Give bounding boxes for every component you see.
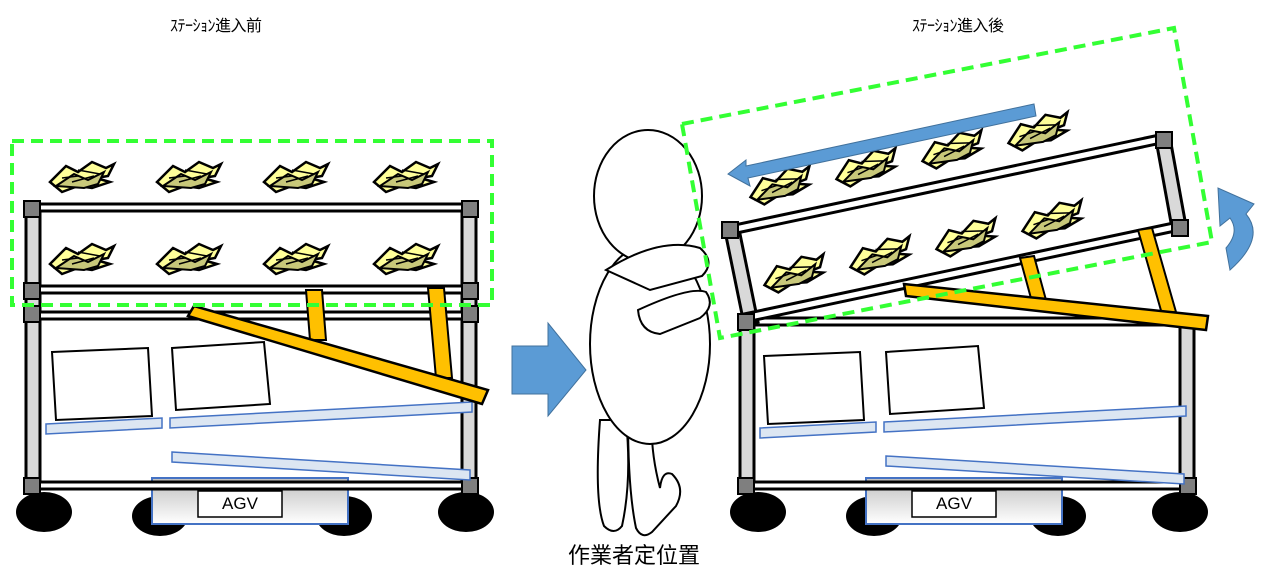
joint [23,305,41,323]
agv-label-after: AGV [936,494,972,513]
wheel [16,492,72,532]
strut [902,282,1210,332]
worker-position-label: 作業者定位置 [568,544,701,569]
joint [23,200,41,218]
tray-rail [885,455,1185,485]
title-before-station: ｽﾃｰｼｮﾝ進入前 [170,16,262,35]
frame-bar [28,202,478,213]
highlight-box [679,25,1215,341]
strut [1136,226,1178,316]
right-arrow-icon [511,321,587,418]
pillar [1178,320,1196,490]
bin [884,344,986,416]
joint [1171,219,1189,237]
strut [1018,254,1048,304]
joint [461,305,479,323]
pillar [24,206,42,490]
pillar [1154,136,1188,230]
pillar [738,320,756,490]
agv-label-before: AGV [222,494,258,513]
highlight-box [10,139,494,307]
bin [50,346,154,422]
agv-label-box [197,490,283,518]
pillar [724,232,760,326]
joint [23,477,41,495]
wheel [1152,492,1208,532]
tray-rail [169,401,473,429]
joint [721,221,739,239]
tray-rail [45,417,163,435]
left-arrow-icon [727,103,1037,187]
agv-label-box [911,490,997,518]
frame-bar [28,480,478,491]
wheel [438,492,494,532]
wheel [730,492,786,532]
frame-bar [742,480,1192,491]
tray-rail [883,405,1187,433]
joint [737,477,755,495]
tray-rail [759,421,877,439]
frame-bar [28,284,478,295]
worker-figure [589,129,711,537]
joint [461,282,479,300]
cart-after [679,25,1255,536]
joint [461,200,479,218]
pillar [460,206,478,490]
frame-bar [28,310,478,321]
strut [186,304,490,406]
bin [762,350,866,426]
curved-up-arrow-icon [1217,187,1255,271]
strut [426,287,454,379]
title-after-station: ｽﾃｰｼｮﾝ進入後 [912,16,1004,35]
bin [170,340,272,412]
strut [304,289,328,341]
tray-rail [171,451,471,481]
joint [737,313,755,331]
joint [1155,131,1173,149]
cart-before [10,139,494,536]
joint [23,282,41,300]
